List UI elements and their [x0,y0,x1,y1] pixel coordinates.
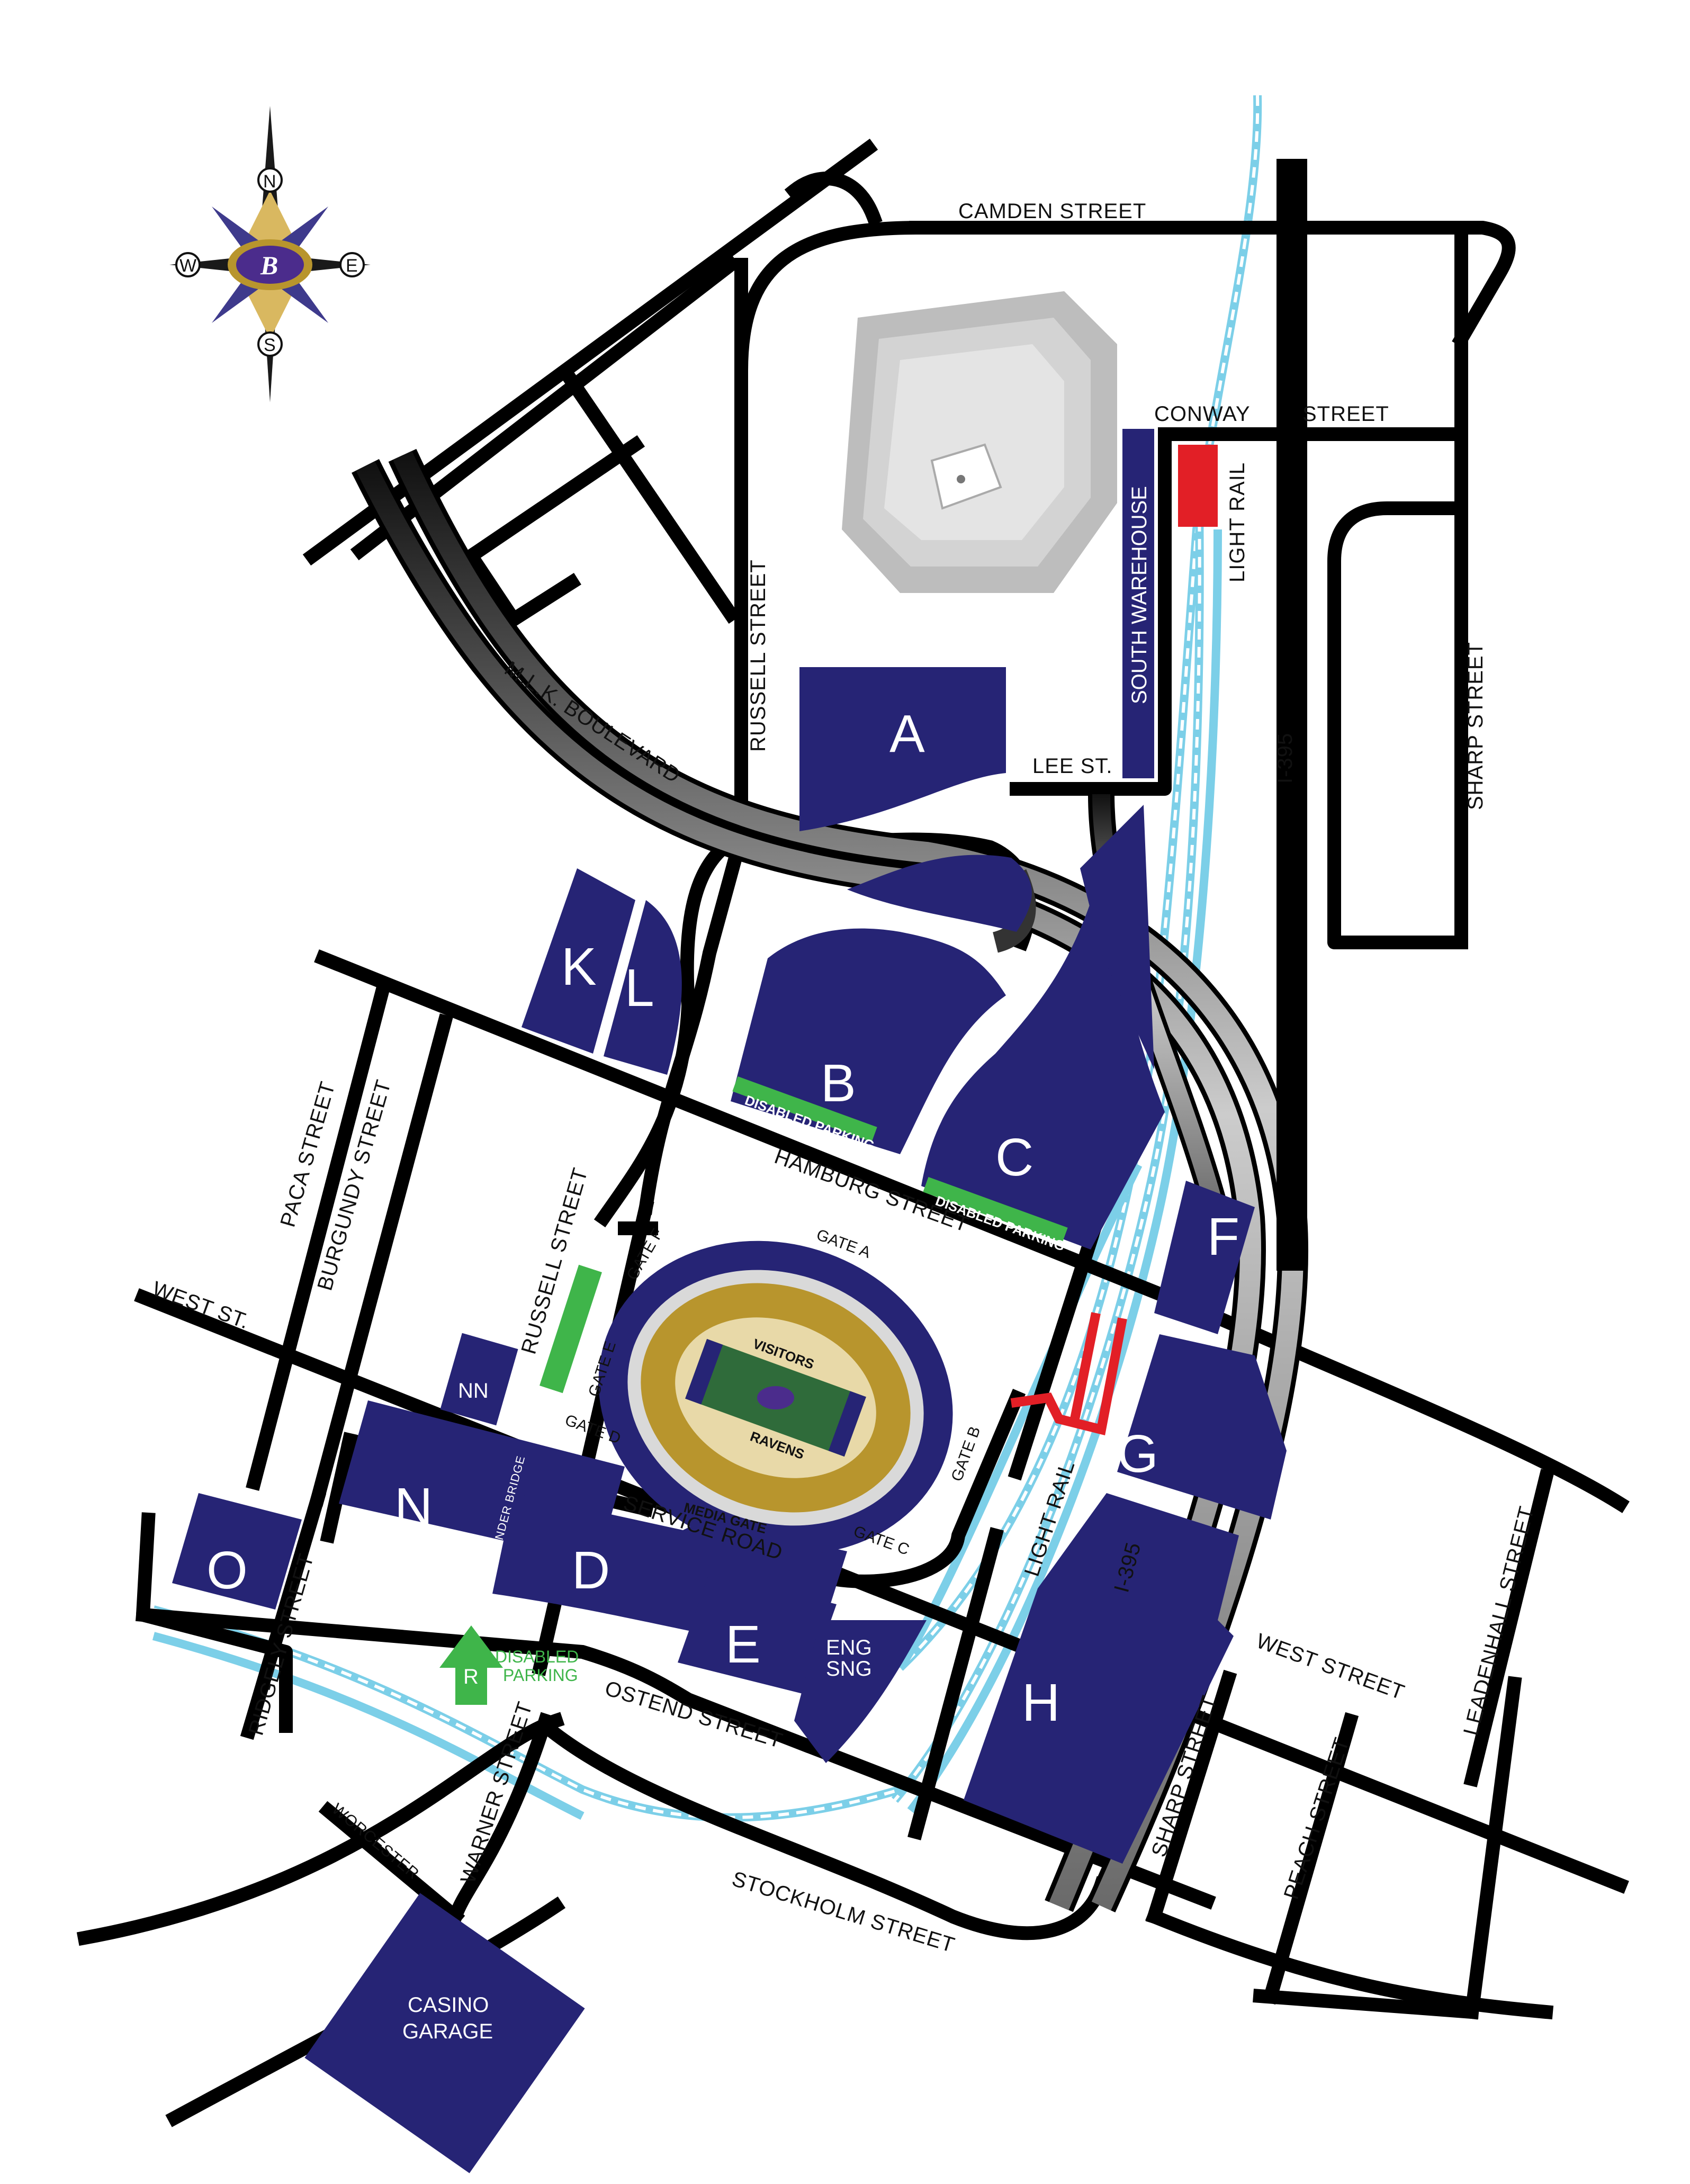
west-street-label: WEST STREET [1253,1629,1408,1704]
lot-c[interactable] [921,868,1165,1250]
south-warehouse-label: SOUTH WAREHOUSE [1128,486,1151,704]
football-stadium [598,1241,953,1555]
lot-l-label: L [625,958,654,1018]
compass-e-label: E [346,256,358,276]
lot-nn-label: NN [458,1379,489,1403]
compass-logo-letter: B [260,250,278,280]
lot-n-label: N [394,1477,433,1536]
light-rail-tracks [152,95,1262,1822]
lot-o[interactable] [172,1493,302,1610]
compass-n-label: N [263,172,277,192]
lot-d-label: D [572,1541,610,1600]
disabled-r-label-1: DISABLED [495,1647,579,1666]
disabled-parking-b-banner [732,1076,877,1142]
ballpark [842,291,1117,593]
sharp-street-north-label: SHARP STREET [1464,642,1487,810]
ravens-logo-icon [757,1386,794,1409]
lot-g-label: G [1117,1424,1158,1484]
lot-c-label: C [995,1128,1033,1187]
lot-a[interactable] [799,667,1006,831]
lot-b[interactable] [731,928,1006,1154]
disabled-parking-c-banner [923,1177,1068,1243]
light-rail-stop-north [1178,445,1218,527]
lot-f-label: F [1207,1207,1239,1266]
casino-garage-label-1: CASINO [408,1993,489,2017]
lot-e-label: E [725,1615,761,1674]
conway-label: CONWAY [1154,402,1251,426]
casino-garage-label-2: GARAGE [402,2020,493,2043]
compass-s-label: S [264,335,276,355]
lot-e[interactable] [678,1572,837,1694]
ada-dropoff-banner [540,1264,602,1394]
lot-b-label: B [821,1054,856,1113]
russell-street-north-label: RUSSELL STREET [747,559,770,752]
lot-h[interactable] [964,1493,1239,1864]
parking-lots [172,667,1287,2173]
lot-o-label: O [206,1541,248,1600]
stockholm-street-label: STOCKHOLM STREET [729,1867,957,1957]
lot-k[interactable] [522,868,635,1054]
conway-street-label: STREET [1302,402,1389,426]
camden-street-label: CAMDEN STREET [958,200,1146,223]
lee-street-label: LEE ST. [1032,754,1113,778]
i395-north-label: I-395 [1273,733,1297,784]
south-warehouse [1122,429,1154,778]
lot-g[interactable] [1117,1334,1287,1520]
lot-h-label: H [1022,1673,1060,1732]
lot-k-label: K [561,937,597,996]
lot-l[interactable] [604,900,682,1075]
ostend-street-label: OSTEND STREET [602,1677,785,1753]
lot-c-upper[interactable] [1080,805,1154,1069]
leadenhall-street-label: LEADENHALL STREET [1459,1504,1539,1738]
lot-b-upper[interactable] [847,855,1032,932]
lot-f[interactable] [1154,1181,1255,1334]
lot-sng-label: SNG [826,1657,872,1680]
lot-eng-sng[interactable] [794,1620,927,1763]
lot-eng-label: ENG [826,1636,872,1659]
compass-rose: B N S W E [169,106,371,402]
light-rail-north-label: LIGHT RAIL [1226,462,1249,582]
disabled-r-label-2: PARKING [503,1666,578,1685]
lot-a-label: A [889,704,925,763]
light-rail-stop-south [1010,1312,1127,1436]
compass-w-label: W [179,256,197,276]
casino-garage[interactable] [304,1893,585,2173]
lot-r-label: R [463,1665,479,1688]
lot-nn[interactable] [440,1333,518,1426]
lot-r-arrow-icon [439,1625,503,1705]
